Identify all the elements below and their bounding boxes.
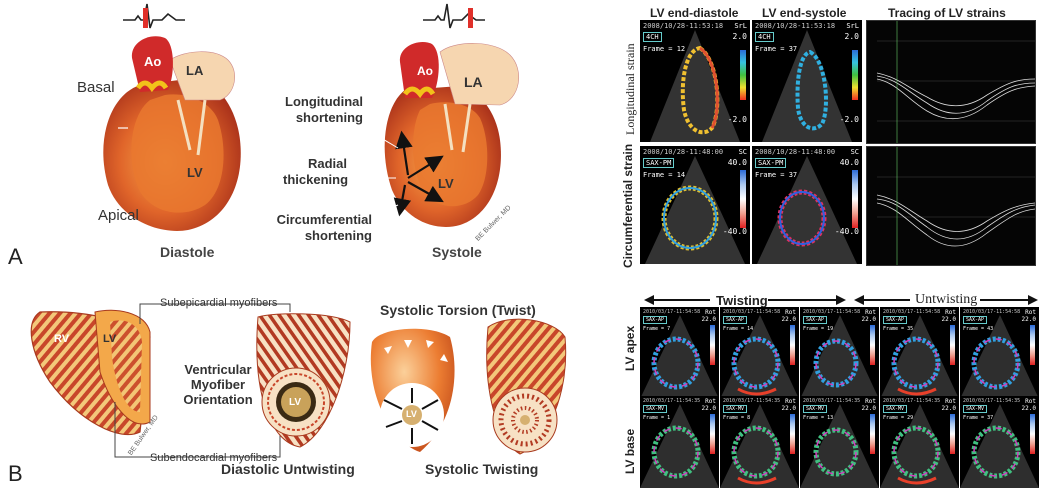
torsion-title: Systolic Torsion (Twist) — [380, 302, 536, 318]
row-label-base: LV base — [623, 429, 637, 474]
col-header-end-systole: LV end-systole — [762, 6, 846, 20]
lv-inner-label-1: LV — [289, 397, 301, 408]
row-label-longitudinal: Longitudinal strain — [623, 43, 638, 135]
untwisting-label: Untwisting — [915, 292, 977, 308]
diastole-label: Diastole — [160, 244, 214, 260]
la-label-diastole: LA — [186, 63, 203, 78]
ao-label-systole: Ao — [417, 64, 433, 78]
trace-circumferential — [866, 146, 1036, 266]
subepicardial-label: Subepicardial myofibers — [160, 297, 277, 309]
ao-label-diastole: Ao — [144, 54, 161, 69]
ecg-trace-systole — [423, 4, 485, 28]
myofiber-heart — [31, 310, 150, 434]
rv-label: RV — [54, 333, 69, 345]
la-label-systole: LA — [464, 74, 483, 90]
twist-arrows — [640, 292, 1039, 308]
col-header-tracing: Tracing of LV strains — [888, 6, 1006, 20]
twisting-label: Twisting — [716, 293, 768, 308]
heart-systole — [385, 42, 519, 227]
torsion-ball — [371, 329, 455, 452]
row-label-circumferential: Circumferential strain — [621, 144, 635, 268]
twisting-heart — [487, 319, 566, 454]
systole-label: Systole — [432, 244, 482, 260]
systolic-twisting-label: Systolic Twisting — [425, 461, 538, 477]
ecg-trace-diastole — [123, 4, 185, 28]
apical-label: Apical — [98, 207, 139, 224]
basal-label: Basal — [77, 79, 115, 96]
trace-longitudinal — [866, 20, 1036, 144]
lv-label-b: LV — [103, 333, 116, 345]
heart-diastole — [103, 36, 240, 231]
diastolic-untwisting-label: Diastolic Untwisting — [221, 461, 355, 477]
untwisting-heart — [257, 314, 350, 447]
col-header-end-diastole: LV end-diastole — [650, 6, 738, 20]
lv-inner-label-2: LV — [406, 409, 417, 419]
row-label-apex: LV apex — [623, 326, 637, 371]
panel-letter-a: A — [8, 244, 23, 270]
panel-letter-b: B — [8, 461, 23, 487]
lv-label-systole: LV — [438, 176, 454, 191]
lv-label-diastole: LV — [187, 165, 203, 180]
